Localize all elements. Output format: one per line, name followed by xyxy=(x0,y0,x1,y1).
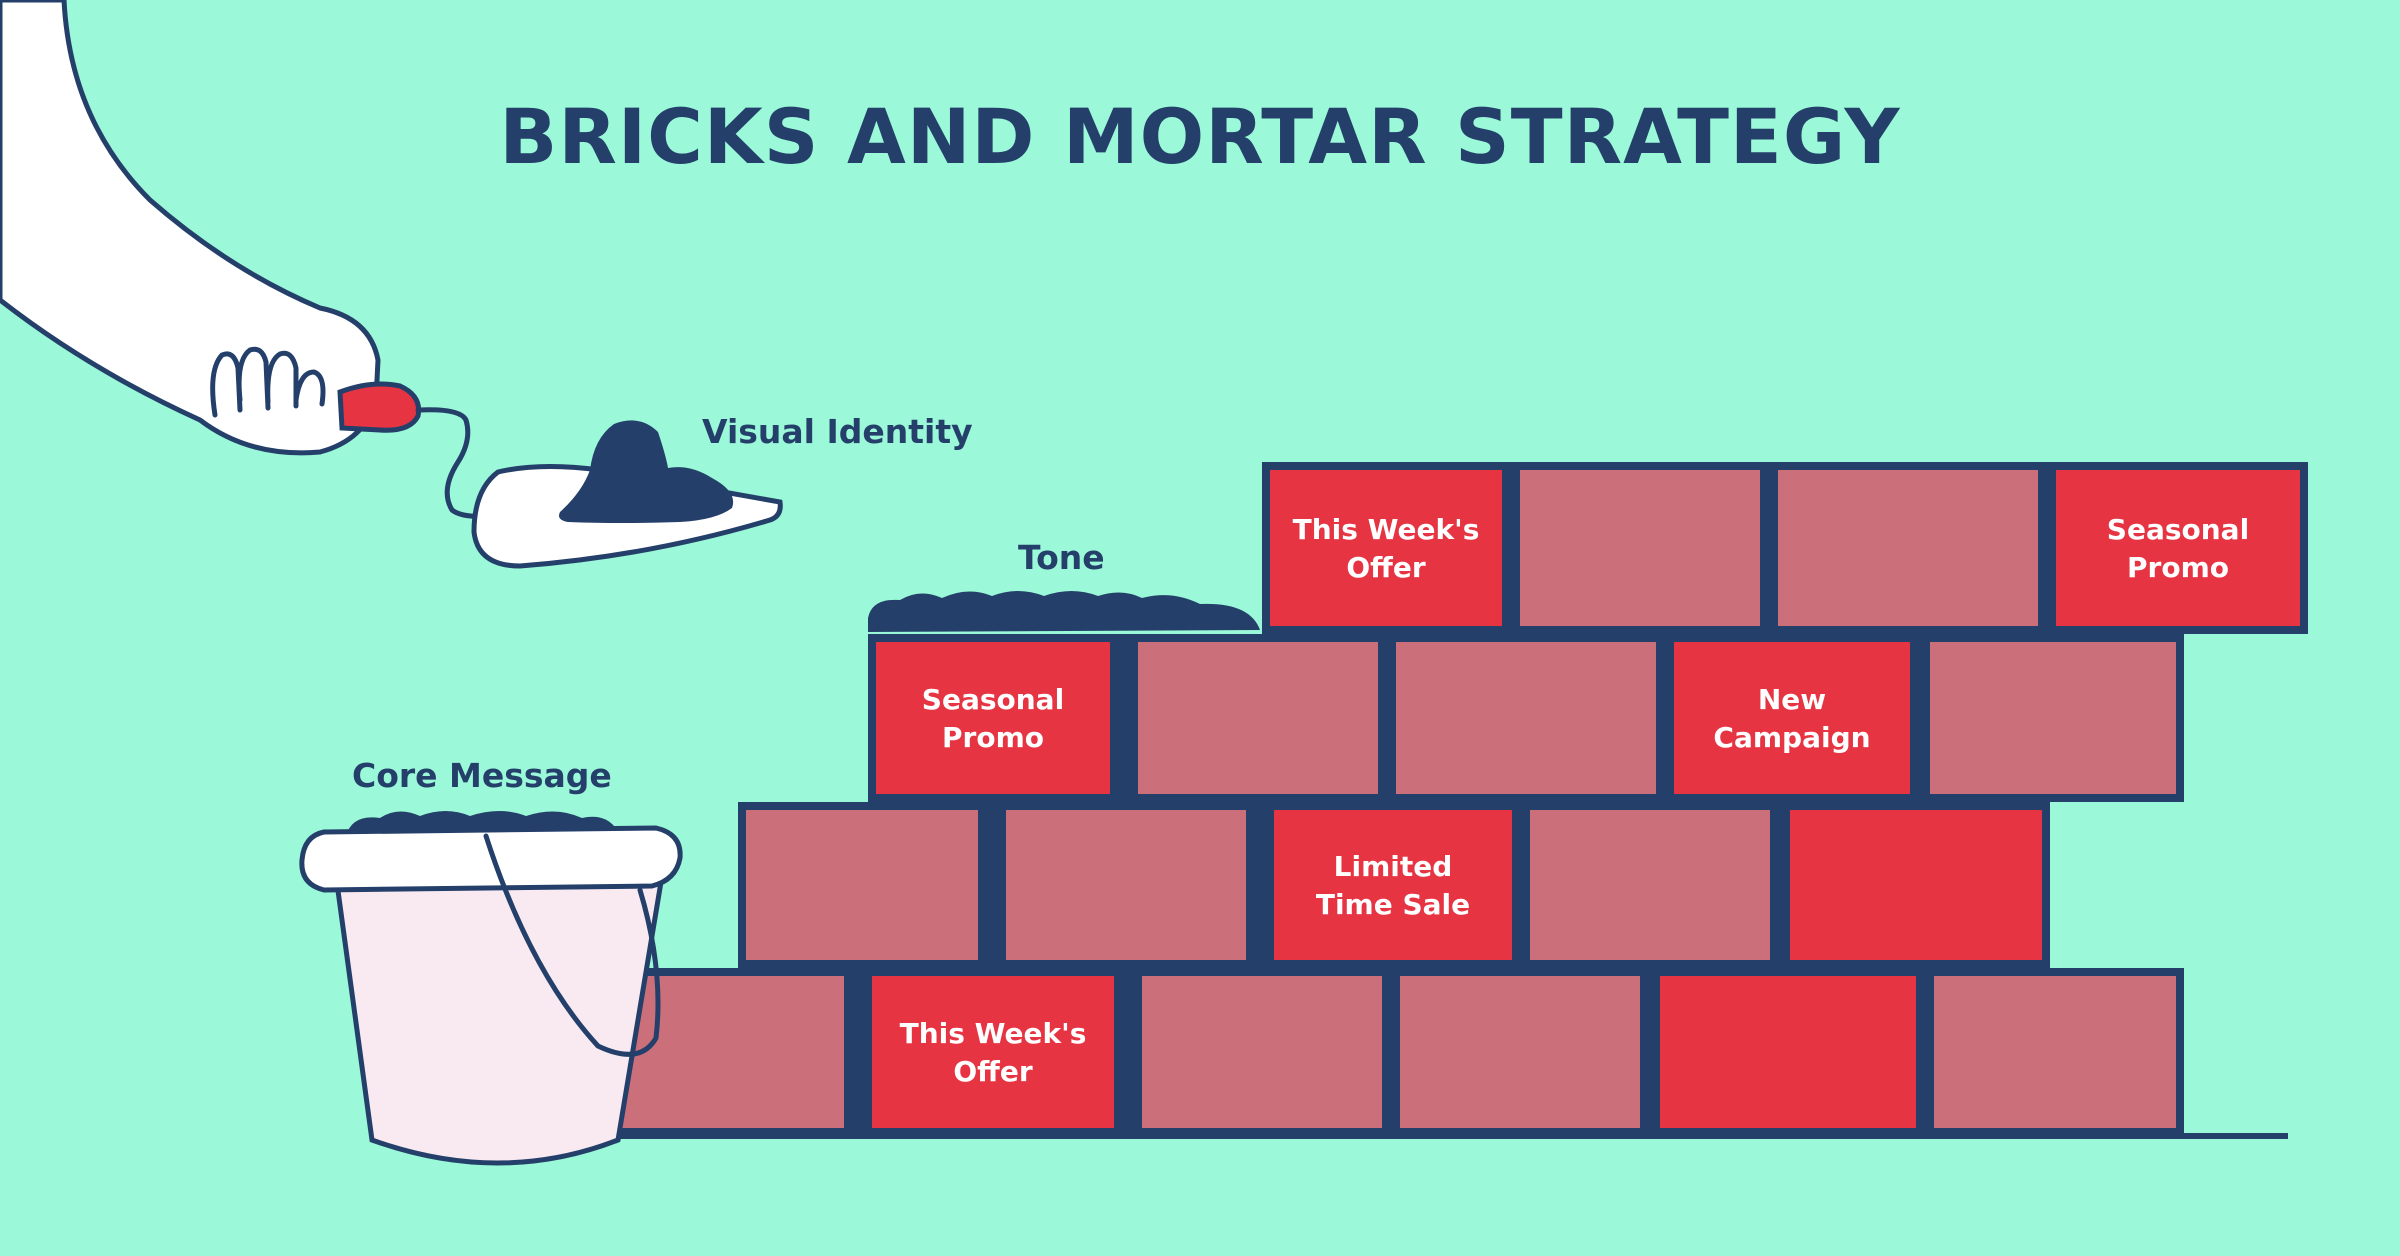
brick-third-5 xyxy=(1790,810,2042,960)
page-title: BRICKS AND MORTAR STRATEGY xyxy=(499,92,1901,181)
label-core-message: Core Message xyxy=(352,756,612,795)
label-tone: Tone xyxy=(1018,538,1105,577)
brick-label-top-1-line-1: This Week's xyxy=(1293,513,1480,546)
brick-label-second-1-line-2: Promo xyxy=(942,721,1044,754)
trowel-shank xyxy=(415,407,493,519)
brick-label-second-1-line-1: Seasonal xyxy=(922,683,1064,716)
brick-top-2 xyxy=(1520,470,1760,626)
label-visual-identity: Visual Identity xyxy=(702,412,973,451)
brick-second-4 xyxy=(1674,642,1910,794)
brick-wall: This Week'sOfferSeasonalPromoSeasonalPro… xyxy=(600,462,2308,1136)
bucket-rim xyxy=(299,825,683,893)
brick-top-3 xyxy=(1778,470,2038,626)
tone-mortar xyxy=(868,591,1260,632)
brick-second-1 xyxy=(876,642,1110,794)
brick-third-3 xyxy=(1274,810,1512,960)
brick-label-top-4-line-1: Seasonal xyxy=(2107,513,2249,546)
brick-label-top-1-line-2: Offer xyxy=(1346,551,1425,584)
brick-label-third-3-line-2: Time Sale xyxy=(1316,888,1470,921)
trowel-handle xyxy=(337,381,422,433)
arm xyxy=(0,0,381,456)
brick-bottom-5 xyxy=(1660,976,1916,1128)
brick-label-second-4-line-1: New xyxy=(1758,683,1826,716)
brick-third-1 xyxy=(746,810,978,960)
brick-bottom-6 xyxy=(1934,976,2176,1128)
brick-second-3 xyxy=(1396,642,1656,794)
visual-identity-mortar xyxy=(559,420,734,523)
brick-second-2 xyxy=(1138,642,1378,794)
brick-bottom-4 xyxy=(1400,976,1640,1128)
brick-third-4 xyxy=(1530,810,1770,960)
brick-third-2 xyxy=(1006,810,1246,960)
brick-top-1 xyxy=(1270,470,1502,626)
brick-label-second-4-line-2: Campaign xyxy=(1713,721,1870,754)
brick-label-bottom-2-line-2: Offer xyxy=(953,1055,1032,1088)
brick-label-top-4-line-2: Promo xyxy=(2127,551,2229,584)
wall-row-bottom xyxy=(600,968,2184,1136)
brick-bottom-2 xyxy=(872,976,1114,1128)
brick-second-5 xyxy=(1930,642,2176,794)
hand-fingers xyxy=(210,346,326,418)
brick-bottom-1 xyxy=(608,976,844,1128)
brick-bottom-3 xyxy=(1142,976,1382,1128)
brick-label-bottom-2-line-1: This Week's xyxy=(900,1017,1087,1050)
brick-label-third-3-line-1: Limited xyxy=(1334,850,1453,883)
brick-top-4 xyxy=(2056,470,2300,626)
bucket-body xyxy=(333,873,665,1166)
bucket-handle xyxy=(483,833,661,1057)
